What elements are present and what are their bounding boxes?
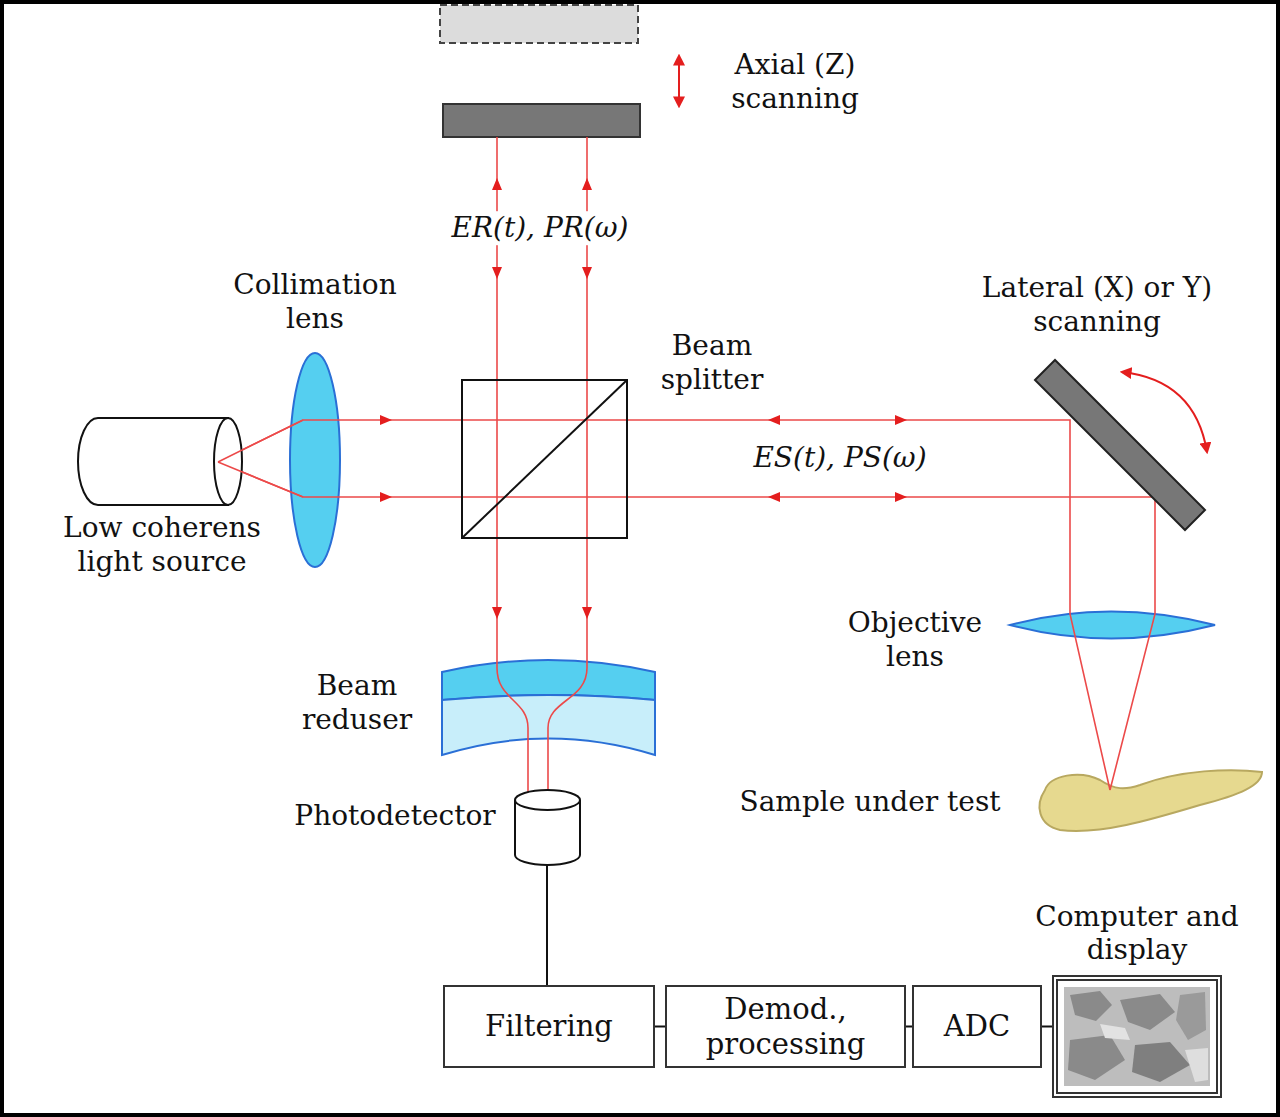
beam-arrow: [768, 415, 780, 425]
beam-arrow: [492, 267, 502, 279]
display-image-patch: [1068, 1035, 1125, 1080]
display-image-patch: [1132, 1042, 1190, 1082]
part-label: Low coherens light source: [39, 511, 285, 578]
display-image-patch: [1070, 991, 1112, 1021]
part-label: Beam reduser: [279, 669, 435, 736]
display-image-patch: [1120, 994, 1175, 1030]
beam-arrow: [380, 492, 392, 502]
signal-connector: [1042, 1026, 1052, 1028]
beam-splitter-cube: [462, 380, 627, 538]
beam-arrow: [582, 607, 592, 619]
lateral-scan-arrow: [1122, 372, 1207, 452]
beam-arrow: [768, 492, 780, 502]
process-box: ADC: [912, 985, 1042, 1068]
light-source-body: [78, 418, 228, 505]
sample-beam: [218, 462, 1155, 790]
mirror-ghost-position: [440, 5, 638, 43]
display-monitor: Computer and display: [1052, 975, 1222, 1098]
box-label: Demod., processing: [677, 992, 894, 1060]
process-box: Demod., processing: [665, 985, 906, 1068]
beam-arrow: [895, 492, 907, 502]
beam-arrow: [380, 415, 392, 425]
part-label: Objective lens: [837, 606, 993, 673]
reference-mirror: [443, 104, 640, 137]
display-image-patch: [1176, 992, 1206, 1040]
box-label: ADC: [944, 1009, 1010, 1043]
display-image-patch: [1185, 1048, 1208, 1082]
source-rays: [218, 420, 303, 497]
beam-arrow: [582, 178, 592, 190]
display-image-ground: [1064, 987, 1210, 1086]
part-label: Axial (Z) scanning: [707, 48, 883, 115]
beam-arrow: [895, 415, 907, 425]
objective-lens: [1010, 612, 1215, 639]
beam-reducer-convex: [442, 660, 655, 700]
beam-splitter-diagonal: [462, 380, 627, 538]
part-label: Collimation lens: [212, 268, 418, 335]
part-label: Beam splitter: [634, 329, 790, 396]
process-box: Filtering: [443, 985, 655, 1068]
photodetector-top: [515, 790, 580, 810]
beam-arrow: [492, 178, 502, 190]
sample-beam: [218, 420, 1110, 790]
box-label: Filtering: [485, 1009, 613, 1043]
part-label: Photodetector: [291, 799, 498, 833]
part-label: ER(t), PR(ω): [448, 211, 631, 245]
box-heading: Computer and display: [1012, 900, 1262, 967]
beam-arrow: [582, 267, 592, 279]
part-label: ES(t), PS(ω): [750, 441, 929, 475]
sample-tissue: [1040, 770, 1262, 831]
signal-connector: [655, 1026, 665, 1028]
axial-scan-arrow: [678, 56, 680, 106]
display-image: [1064, 987, 1210, 1086]
display-image-patch: [1100, 1024, 1130, 1040]
beam-arrow: [492, 607, 502, 619]
collimation-lens: [290, 353, 340, 567]
detector-wire: [546, 865, 548, 985]
scanning-mirror: [1035, 360, 1205, 530]
part-label: Sample under test: [736, 785, 1003, 819]
light-beams: [218, 137, 1155, 798]
beam-direction-arrows: [380, 178, 907, 619]
part-label: Lateral (X) or Y) scanning: [949, 271, 1245, 338]
